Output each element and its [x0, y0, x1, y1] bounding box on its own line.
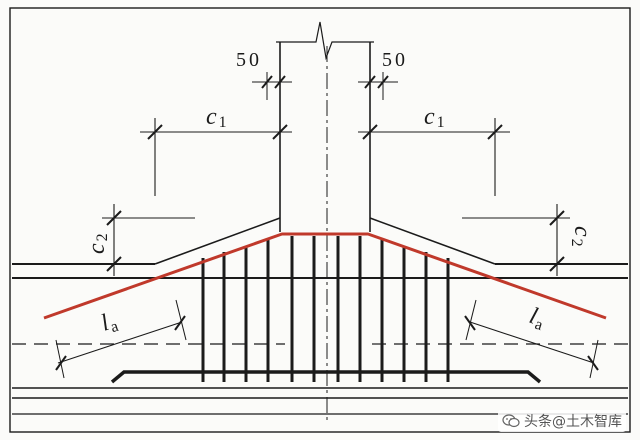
dim-la-right-tick	[587, 355, 599, 371]
dim-c1-left-tick	[272, 124, 288, 140]
dim-la-right-ext	[589, 339, 599, 379]
slab-slope-left	[154, 217, 281, 265]
dim-c1-right-tick	[487, 124, 503, 140]
watermark-text: 头条@土木智库	[524, 414, 622, 430]
dim-50-left-tick	[274, 75, 286, 89]
watermark: 头条@土木智库	[498, 410, 626, 432]
dim-la-right-line	[469, 321, 595, 364]
vertical-rebars	[201, 236, 450, 382]
dim-c2-left-tick	[106, 210, 122, 226]
dim-c2-right-tick	[549, 210, 565, 226]
dim-50-left-label: 50	[236, 49, 262, 71]
svg-text:c2: c2	[568, 226, 595, 247]
dim-c2-right-label: c2	[568, 226, 595, 247]
dim-la-left-tick	[174, 315, 186, 331]
wechat-icon	[502, 414, 520, 428]
bottom-mesh-bar	[110, 370, 542, 384]
column-break-line	[276, 21, 374, 61]
dim-c1-right-tick	[362, 124, 378, 140]
dim-la-left-tick	[55, 355, 67, 371]
dim-c1-left-tick	[147, 124, 163, 140]
dim-la-left-line	[57, 321, 183, 364]
dim-la-right-ext	[465, 299, 477, 341]
dim-c2-left-tick	[106, 256, 122, 272]
bent-top-rebar	[43, 232, 607, 320]
svg-text:c2: c2	[84, 233, 111, 254]
dim-50-right-tick	[364, 75, 376, 89]
dim-c2-right-tick	[549, 256, 565, 272]
slab-slope-right	[369, 217, 496, 265]
dim-c2-left-label: c2	[84, 233, 111, 254]
drawing-frame	[9, 7, 631, 433]
dim-la-right-tick	[464, 315, 476, 331]
dim-50-right-label: 50	[382, 49, 408, 71]
dim-la-left-ext	[55, 339, 65, 379]
